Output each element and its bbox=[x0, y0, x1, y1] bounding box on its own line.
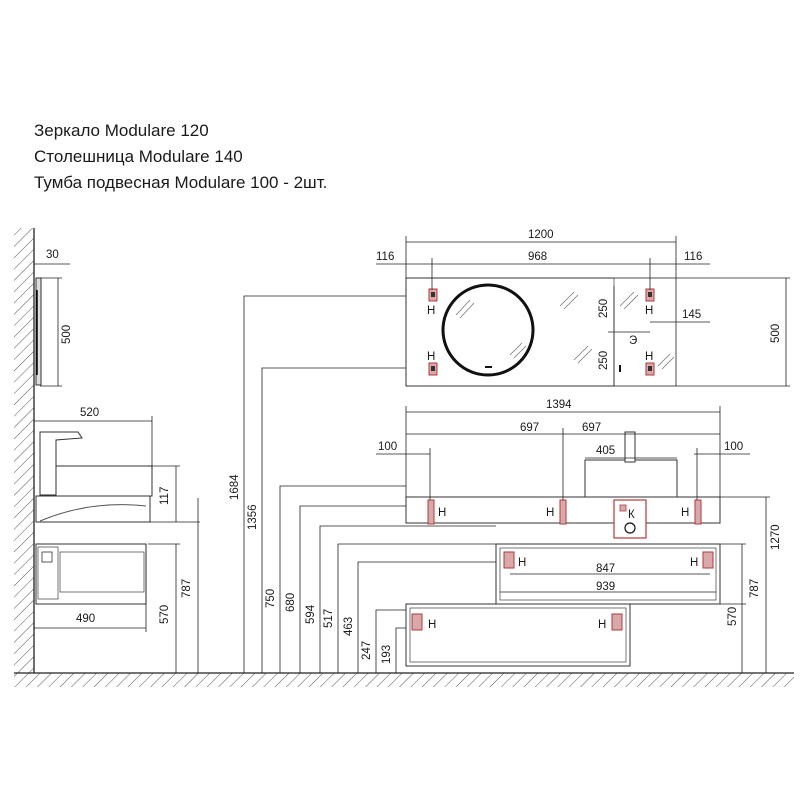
sewer-outlet-label: К bbox=[628, 509, 635, 521]
mirror-socket-label-bl: Н bbox=[427, 351, 435, 363]
mirror-inner-width: 968 bbox=[528, 251, 547, 263]
countertop-left-offset: 100 bbox=[378, 441, 397, 453]
mirror-dim-lines bbox=[376, 236, 790, 387]
mirror-width: 1200 bbox=[528, 229, 554, 241]
front-cabinet-lower bbox=[405, 603, 631, 667]
height-247: 247 bbox=[361, 641, 373, 660]
countertop-mount-3 bbox=[694, 499, 702, 525]
side-mirror bbox=[35, 277, 42, 386]
socket-offset: 145 bbox=[682, 309, 701, 321]
basin-width: 405 bbox=[596, 445, 615, 457]
countertop-left-half: 697 bbox=[520, 422, 539, 434]
side-top-height: 117 bbox=[159, 487, 171, 505]
countertop-right-half: 697 bbox=[582, 422, 601, 434]
side-dim-lines bbox=[34, 263, 200, 673]
cabinet-upper-height-right: 787 bbox=[749, 579, 761, 598]
height-517: 517 bbox=[323, 609, 335, 628]
top-height-right: 1270 bbox=[770, 524, 782, 550]
side-cabinet-mount-height: 787 bbox=[181, 579, 193, 598]
mirror-socket-label-tl: Н bbox=[427, 305, 435, 317]
countertop-mount-1 bbox=[427, 499, 435, 525]
countertop-width: 1394 bbox=[546, 399, 572, 411]
side-cabinet-depth: 490 bbox=[76, 613, 95, 625]
mirror-title: Зеркало Modulare 120 bbox=[34, 121, 209, 140]
mirror-right-offset: 116 bbox=[684, 251, 702, 263]
side-cabinet bbox=[35, 543, 147, 605]
countertop-mount-2 bbox=[559, 499, 567, 525]
mirror-half-top: 250 bbox=[598, 299, 610, 318]
countertop-title: Столешница Modulare 140 bbox=[34, 147, 243, 166]
mirror-socket-label-br: Н bbox=[645, 351, 653, 363]
cabinet-upper-box-right: 570 bbox=[727, 607, 739, 626]
height-680: 680 bbox=[285, 593, 297, 612]
wall-section bbox=[14, 228, 35, 673]
cabinet-upper-socket-label-right: Н bbox=[690, 557, 698, 569]
countertop-mount-label-3: Н bbox=[681, 507, 689, 519]
cabinet-inner-width: 847 bbox=[596, 563, 615, 575]
floor-line bbox=[14, 672, 794, 687]
countertop-right-offset: 100 bbox=[724, 441, 743, 453]
mirror-socket-tl bbox=[428, 288, 438, 302]
height-1356: 1356 bbox=[247, 504, 259, 530]
height-594: 594 bbox=[305, 604, 317, 624]
mirror-socket-bl bbox=[428, 362, 438, 376]
side-top-depth: 520 bbox=[80, 407, 99, 419]
mirror-left-offset: 116 bbox=[376, 251, 394, 263]
electric-outlet-label: Э bbox=[629, 335, 637, 347]
side-countertop bbox=[35, 431, 153, 523]
side-cabinet-height: 570 bbox=[159, 605, 171, 624]
countertop-mount-label-2: Н bbox=[546, 507, 554, 519]
cabinet-lower-socket-label-right: Н bbox=[598, 619, 606, 631]
height-463: 463 bbox=[343, 617, 355, 636]
mirror-height: 500 bbox=[770, 324, 782, 343]
mirror-socket-label-tr: Н bbox=[645, 305, 653, 317]
sewer-outlet bbox=[613, 499, 647, 539]
height-193: 193 bbox=[381, 645, 393, 664]
height-750: 750 bbox=[265, 589, 277, 608]
countertop-mount-label-1: Н bbox=[438, 507, 446, 519]
cabinet-upper-socket-label-left: Н bbox=[518, 557, 526, 569]
mirror-socket-tr bbox=[645, 288, 655, 302]
cabinet-width: 939 bbox=[596, 581, 615, 593]
title-block: Зеркало Modulare 120 Столешница Modulare… bbox=[34, 118, 327, 196]
cabinet-lower-socket-label-left: Н bbox=[428, 619, 436, 631]
height-dim-lines bbox=[243, 295, 496, 673]
cabinet-title: Тумба подвесная Modulare 100 - 2шт. bbox=[34, 173, 328, 192]
side-mirror-height: 500 bbox=[61, 325, 73, 344]
mirror-half-bottom: 250 bbox=[598, 351, 610, 370]
cabinet-dim-lines bbox=[500, 543, 746, 673]
side-mirror-depth: 30 bbox=[46, 249, 59, 261]
height-1684: 1684 bbox=[229, 474, 241, 500]
countertop-dim-lines bbox=[376, 406, 770, 673]
mirror-socket-br bbox=[645, 362, 655, 376]
